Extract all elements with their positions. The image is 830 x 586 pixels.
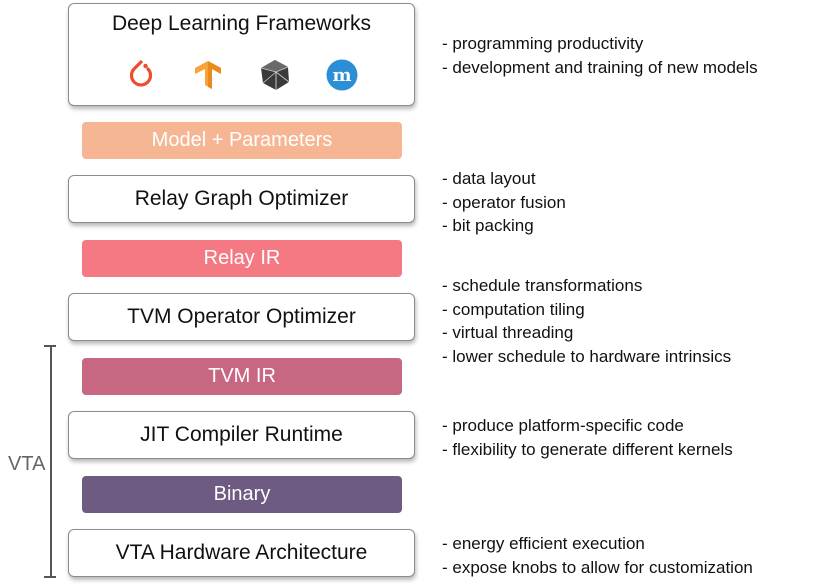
note-line: - energy efficient execution [442, 534, 645, 553]
jit-runtime-notes: - produce platform-specific code - flexi… [442, 414, 733, 461]
note-line: - flexibility to generate different kern… [442, 439, 733, 459]
relay-ir-bar: Relay IR [82, 240, 402, 277]
jit-runtime-box: JIT Compiler Runtime [68, 411, 415, 459]
tvm-optimizer-box: TVM Operator Optimizer [68, 293, 415, 341]
keras-icon: m [326, 59, 358, 91]
note-line: - virtual threading [442, 323, 574, 342]
vta-hw-box: VTA Hardware Architecture [68, 529, 415, 577]
pytorch-icon [129, 60, 153, 87]
mxnet-icon [260, 60, 290, 90]
tvm-ir-bar: TVM IR [82, 358, 402, 395]
relay-optimizer-notes: - data layout - operator fusion - bit pa… [442, 167, 566, 238]
note-line: - operator fusion [442, 192, 566, 212]
note-line: - computation tiling [442, 299, 585, 319]
note-line: - development and training of new models [442, 57, 758, 77]
tensorflow-icon [195, 61, 221, 89]
svg-text:m: m [332, 65, 351, 86]
model-params-bar: Model + Parameters [82, 122, 402, 159]
note-line: - produce platform-specific code [442, 416, 684, 435]
tvm-optimizer-notes: - schedule transformations - computation… [442, 274, 731, 368]
vta-hw-notes: - energy efficient execution - expose kn… [442, 532, 753, 579]
note-line: - expose knobs to allow for customizatio… [442, 557, 753, 577]
frameworks-box: Deep Learning Frameworks m [68, 3, 415, 106]
frameworks-title: Deep Learning Frameworks [111, 12, 372, 35]
framework-icons: m [69, 58, 414, 92]
relay-optimizer-box: Relay Graph Optimizer [68, 175, 415, 223]
frameworks-notes: - programming productivity - development… [442, 32, 758, 79]
note-line: - bit packing [442, 216, 534, 235]
note-line: - data layout [442, 169, 536, 188]
note-line: - schedule transformations [442, 276, 643, 295]
vta-bracket-line [50, 345, 52, 577]
binary-bar: Binary [82, 476, 402, 513]
vta-bracket-bottom-tick [44, 576, 56, 578]
vta-bracket-top-tick [44, 345, 56, 347]
note-line: - lower schedule to hardware intrinsics [442, 346, 732, 366]
vta-label: VTA [8, 453, 46, 475]
note-line: - programming productivity [442, 34, 644, 53]
